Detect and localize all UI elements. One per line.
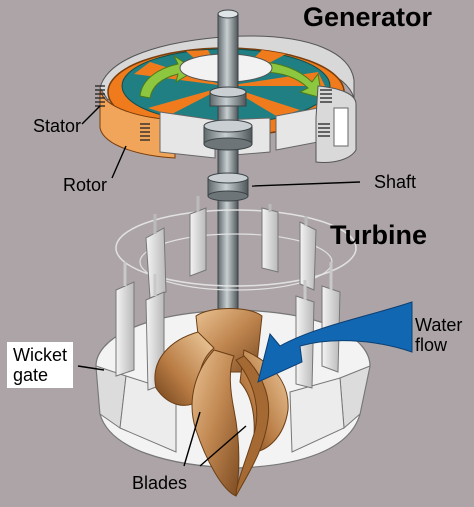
blades-label: Blades	[132, 473, 188, 493]
water-flow-label-line2: flow	[415, 334, 448, 355]
blade-front	[235, 355, 270, 497]
wicket-gate-label: Wicket gate	[7, 342, 73, 389]
turbine-assembly	[95, 196, 371, 497]
stator-label: Stator	[33, 116, 82, 136]
shaft-label: Shaft	[374, 172, 417, 192]
wicket-gate-label-line2: gate	[13, 365, 49, 386]
gate-stems-front	[123, 262, 333, 300]
gate-stems-back	[153, 196, 308, 234]
stator-slot	[333, 107, 349, 147]
stator-coils-left	[95, 85, 150, 141]
leader-lines	[77, 105, 361, 467]
casing-panel-mid-right	[289, 377, 345, 453]
turbine-label: Turbine	[330, 220, 427, 250]
rotor-label: Rotor	[63, 175, 108, 195]
generator-label: Generator	[303, 2, 433, 32]
wicket-gate-label-line1: Wicket	[13, 345, 67, 365]
shaft	[203, 9, 253, 315]
water-flow-label-line1: Water	[415, 315, 463, 335]
stator-front	[99, 89, 176, 159]
wicket-gates-front	[115, 281, 341, 391]
stator-coils-right	[318, 89, 332, 137]
water-flow-label: Water flow	[415, 315, 463, 356]
water-flow-arrow	[257, 301, 413, 383]
wicket-gates-back	[145, 207, 317, 299]
